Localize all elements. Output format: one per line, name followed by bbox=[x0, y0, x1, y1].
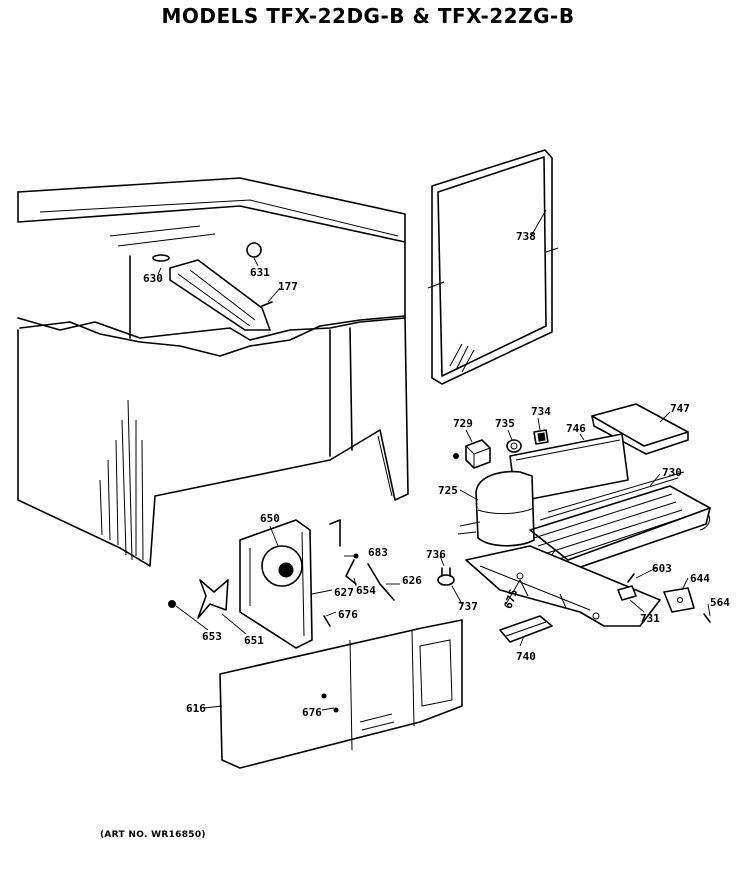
callout-676a: 676 bbox=[338, 608, 358, 621]
callout-675: 675 bbox=[502, 587, 521, 610]
clip-740 bbox=[499, 615, 553, 643]
callout-729: 729 bbox=[453, 417, 473, 430]
clip-683 bbox=[329, 519, 341, 547]
leader-lines bbox=[157, 209, 711, 711]
callout-740: 740 bbox=[516, 650, 536, 663]
callout-676b: 676 bbox=[302, 706, 322, 719]
callout-747: 747 bbox=[670, 402, 690, 415]
callout-738: 738 bbox=[516, 230, 536, 243]
door-gasket-738 bbox=[427, 149, 559, 385]
bracket-644 bbox=[663, 587, 695, 613]
callout-736: 736 bbox=[426, 548, 446, 561]
screw-676 bbox=[323, 615, 331, 627]
bracket-731 bbox=[617, 585, 637, 601]
callout-725: 725 bbox=[438, 484, 458, 497]
base-pan-675 bbox=[465, 545, 661, 627]
rear-cover-616 bbox=[219, 619, 463, 769]
callout-630: 630 bbox=[143, 272, 163, 285]
callout-626: 626 bbox=[402, 574, 422, 587]
cabinet-assembly bbox=[17, 177, 409, 567]
callout-737: 737 bbox=[458, 600, 478, 613]
callout-730: 730 bbox=[662, 466, 682, 479]
shelf-747 bbox=[591, 403, 689, 455]
compressor-725 bbox=[457, 470, 535, 547]
overload-735 bbox=[506, 439, 522, 453]
screw-603 bbox=[627, 573, 635, 583]
callout-653: 653 bbox=[202, 630, 222, 643]
foot-736-737 bbox=[437, 567, 455, 586]
callout-731: 731 bbox=[640, 612, 660, 625]
cabinet-plug-630 bbox=[152, 254, 170, 262]
page-title: MODELS TFX-22DG-B & TFX-22ZG-B bbox=[161, 4, 575, 28]
relay-729 bbox=[453, 439, 491, 469]
callout-650: 650 bbox=[260, 512, 280, 525]
callouts: 630 631 177 738 729 735 734 746 747 725 … bbox=[143, 230, 730, 719]
callout-627: 627 bbox=[334, 586, 354, 599]
callout-603: 603 bbox=[652, 562, 672, 575]
screw-564 bbox=[703, 613, 711, 623]
callout-683: 683 bbox=[368, 546, 388, 559]
callout-654: 654 bbox=[356, 584, 376, 597]
callout-644: 644 bbox=[690, 572, 710, 585]
condenser-730 bbox=[529, 471, 711, 575]
cap-734 bbox=[533, 429, 549, 445]
callout-651: 651 bbox=[244, 634, 264, 647]
callout-177: 177 bbox=[278, 280, 298, 293]
screw-177 bbox=[261, 301, 273, 307]
nut-653 bbox=[168, 600, 176, 608]
fan-blade-651 bbox=[197, 579, 229, 619]
callout-734: 734 bbox=[531, 405, 551, 418]
callout-564: 564 bbox=[710, 596, 730, 609]
air-duct bbox=[169, 259, 271, 331]
callout-746: 746 bbox=[566, 422, 586, 435]
callout-735: 735 bbox=[495, 417, 515, 430]
callout-631: 631 bbox=[250, 266, 270, 279]
callout-616: 616 bbox=[186, 702, 206, 715]
fan-bracket-650 bbox=[239, 519, 313, 649]
art-number: (ART NO. WR16850) bbox=[100, 830, 206, 840]
